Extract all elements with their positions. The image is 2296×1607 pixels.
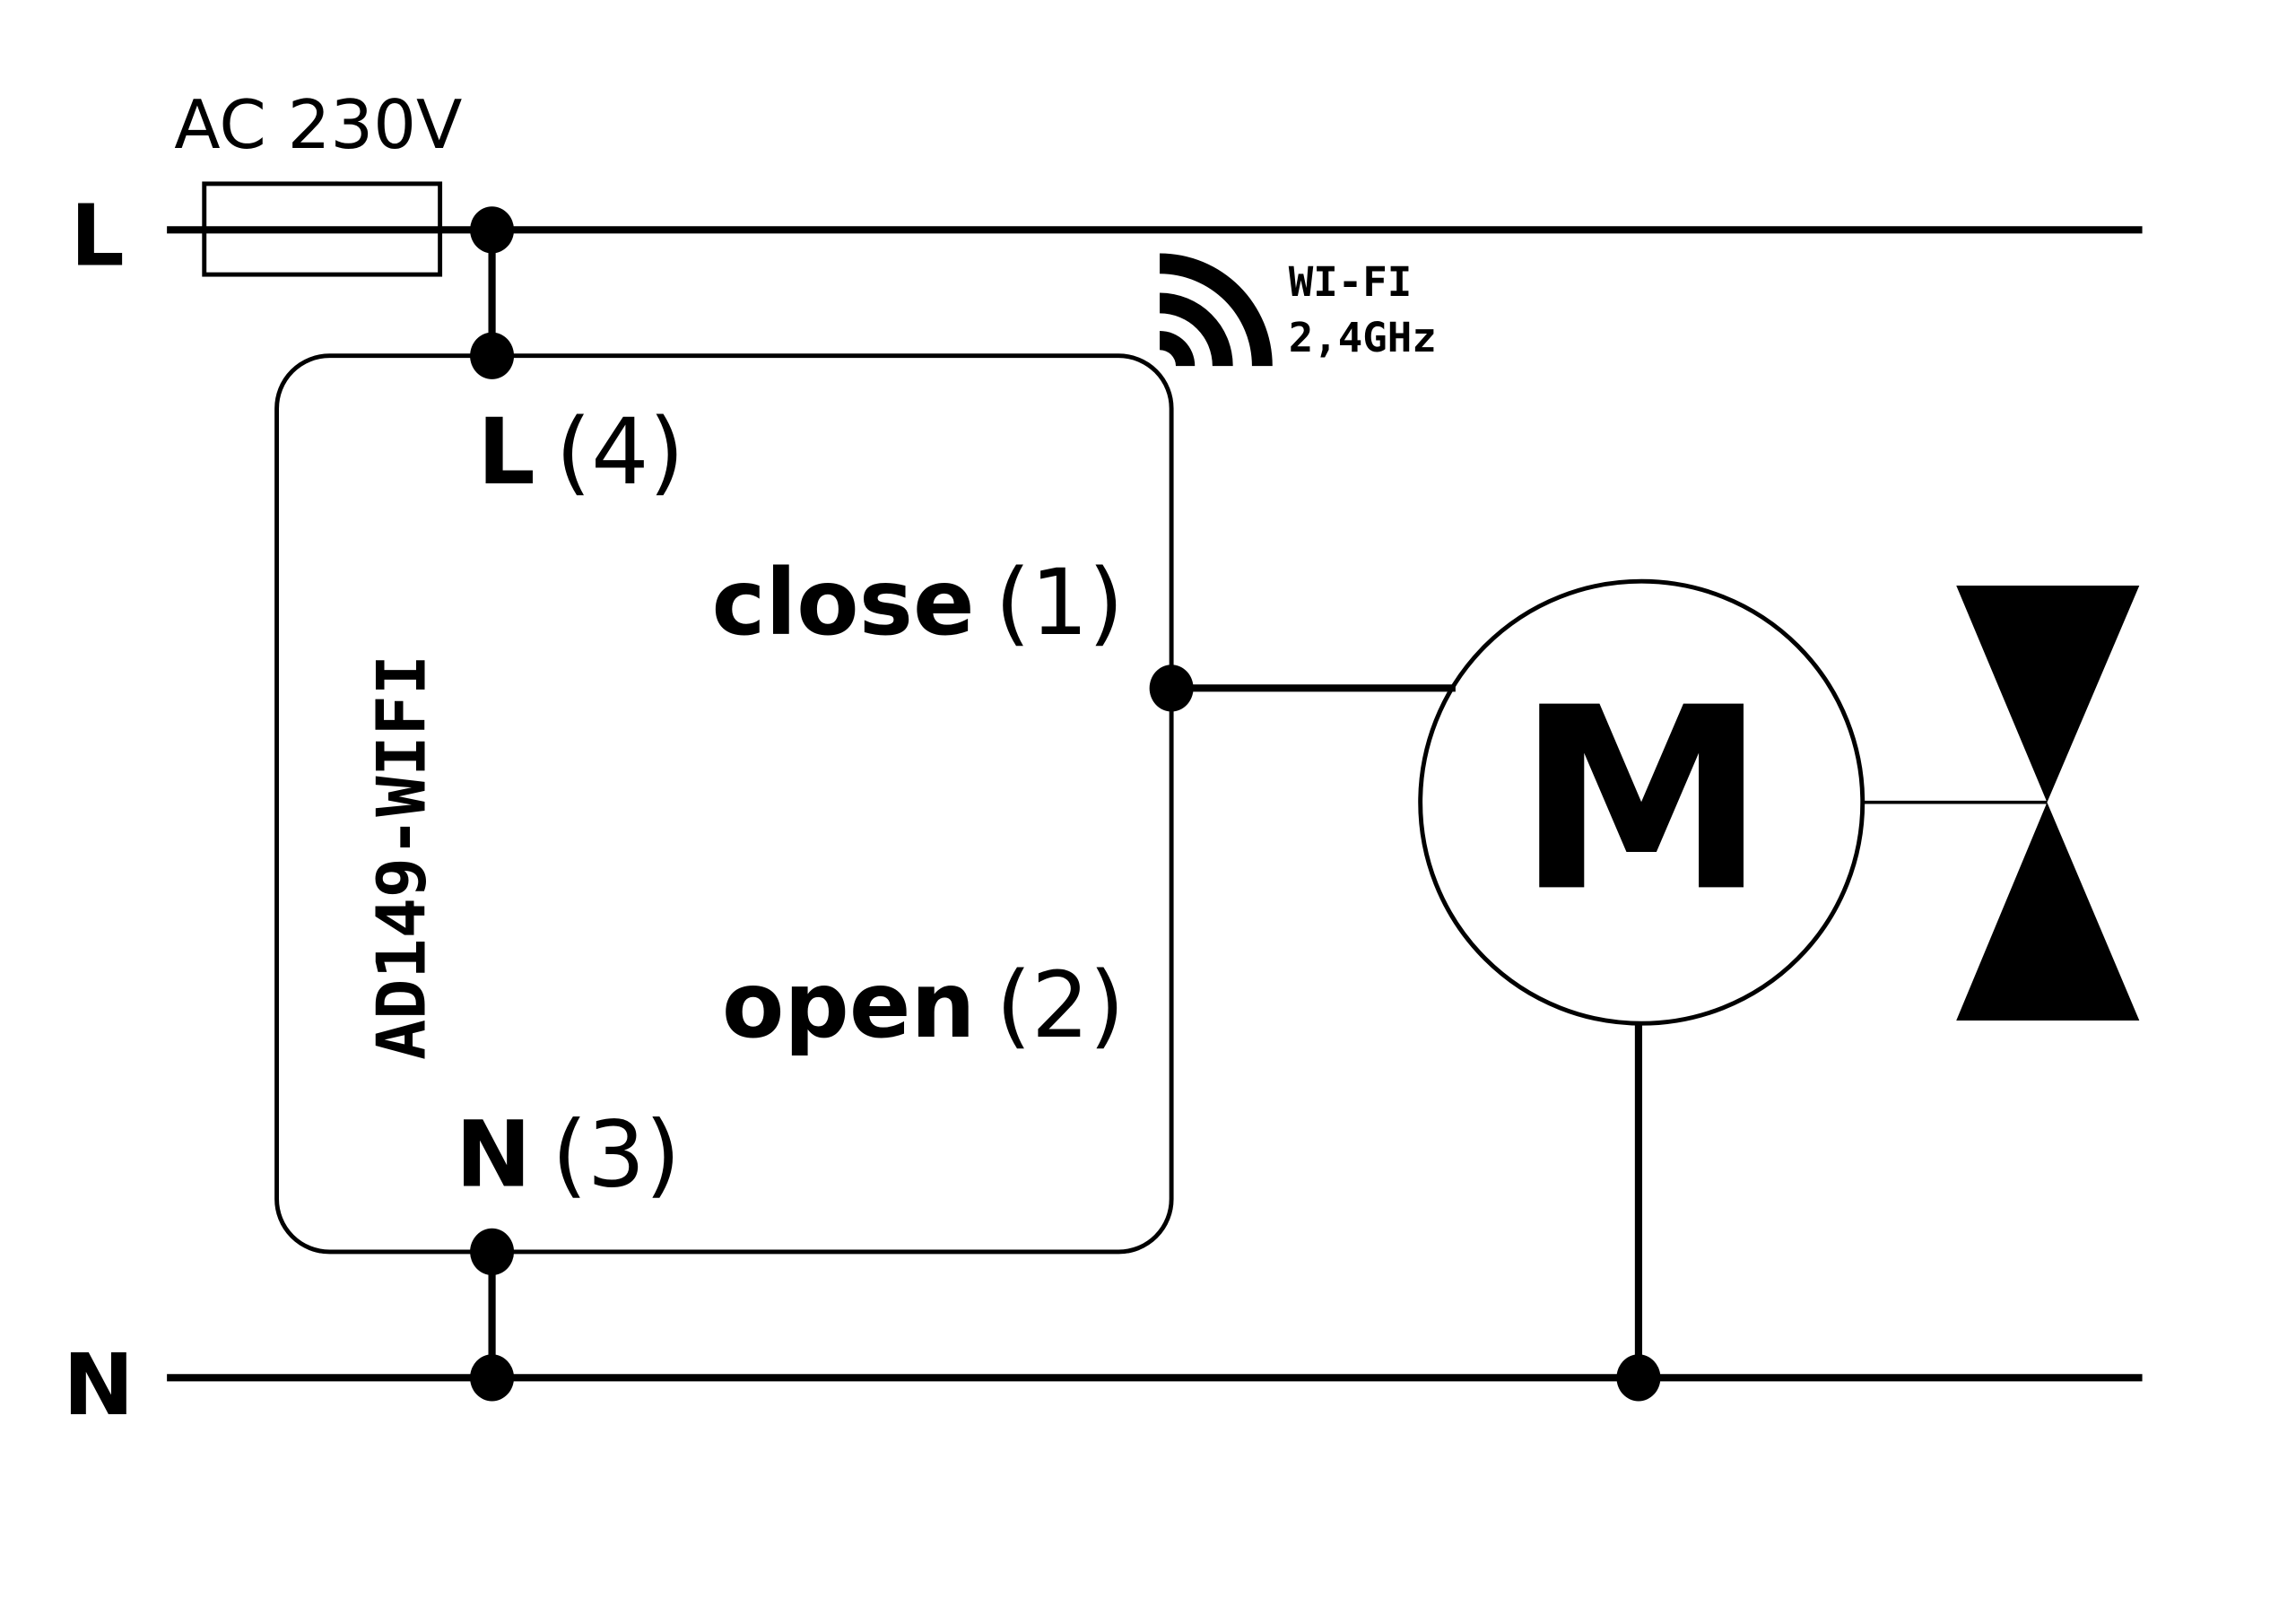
svg-text:N(3): N(3)	[456, 1101, 681, 1207]
svg-text:open(2): open(2)	[722, 952, 1125, 1058]
terminal-number: (4)	[556, 399, 684, 505]
terminal-open-2: open(2)	[722, 952, 1125, 1058]
supply-voltage-label: AC 230V	[174, 85, 462, 164]
junction-node	[470, 1228, 515, 1276]
svg-text:close(1): close(1)	[711, 550, 1123, 656]
live-rail-label: L	[70, 187, 124, 286]
neutral-rail-label: N	[63, 1336, 134, 1435]
junction-node	[1149, 665, 1194, 712]
fuse-icon	[202, 181, 443, 277]
terminal-label: L	[477, 399, 535, 505]
valve-icon	[1956, 586, 2140, 1021]
svg-text:L(4): L(4)	[477, 399, 684, 505]
terminal-number: (2)	[996, 952, 1124, 1058]
terminal-label: close	[711, 550, 974, 656]
terminal-label: open	[722, 952, 976, 1058]
device-name: AD149-WIFI	[361, 655, 440, 1060]
terminal-number: (1)	[995, 550, 1123, 656]
motor-label: M	[1516, 654, 1766, 947]
junction-node	[470, 1354, 515, 1402]
junction-nodes	[470, 206, 1661, 1402]
terminal-close-1: close(1)	[711, 550, 1123, 656]
controller-box	[274, 353, 1174, 1255]
wifi-frequency-label: 2,4GHz	[1289, 314, 1437, 361]
terminal-n3: N(3)	[456, 1101, 681, 1207]
junction-node	[470, 206, 515, 254]
junction-node	[1616, 1354, 1661, 1402]
terminal-l4: L(4)	[477, 399, 684, 505]
terminal-number: (3)	[552, 1101, 680, 1207]
wifi-icon	[1160, 253, 1273, 367]
junction-node	[470, 332, 515, 379]
wifi-label: WI-FI	[1289, 258, 1413, 306]
terminal-label: N	[456, 1101, 532, 1207]
